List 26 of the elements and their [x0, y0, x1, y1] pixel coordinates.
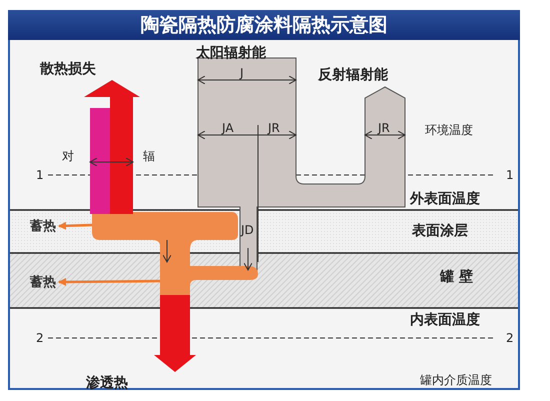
heading: 太阳辐射能 [196, 44, 266, 62]
layer-label: 环境温度 [425, 122, 473, 139]
title-bar: 陶瓷隔热防腐涂料隔热示意图 [8, 10, 520, 40]
flow-label: 对 [62, 148, 74, 165]
dimension-label: J [240, 66, 244, 80]
arrow [58, 278, 160, 286]
layer-label: 罐内介质温度 [420, 372, 492, 389]
dimension-label: JR [378, 121, 390, 135]
heading: 渗透热 [86, 374, 128, 392]
layer-label: 内表面温度 [410, 311, 480, 329]
layer-label: 表面涂层 [412, 222, 468, 240]
flow-label: 辐 [143, 148, 155, 165]
line-number: 2 [506, 331, 514, 345]
line-number: 1 [36, 168, 44, 182]
line-number: 1 [506, 168, 514, 182]
layer-label: 外表面温度 [410, 190, 480, 208]
dimension-label: JA [222, 121, 234, 135]
layer-label: 罐 壁 [440, 268, 473, 286]
dimension-label: JR [268, 121, 280, 135]
heading: 散热损失 [40, 60, 96, 78]
storage-label: 蓄热 [30, 273, 56, 291]
heading: 反射辐射能 [318, 66, 388, 84]
storage-label: 蓄热 [30, 217, 56, 235]
line-number: 2 [36, 331, 44, 345]
dimension-label: JD [241, 223, 254, 237]
arrow [58, 222, 92, 230]
